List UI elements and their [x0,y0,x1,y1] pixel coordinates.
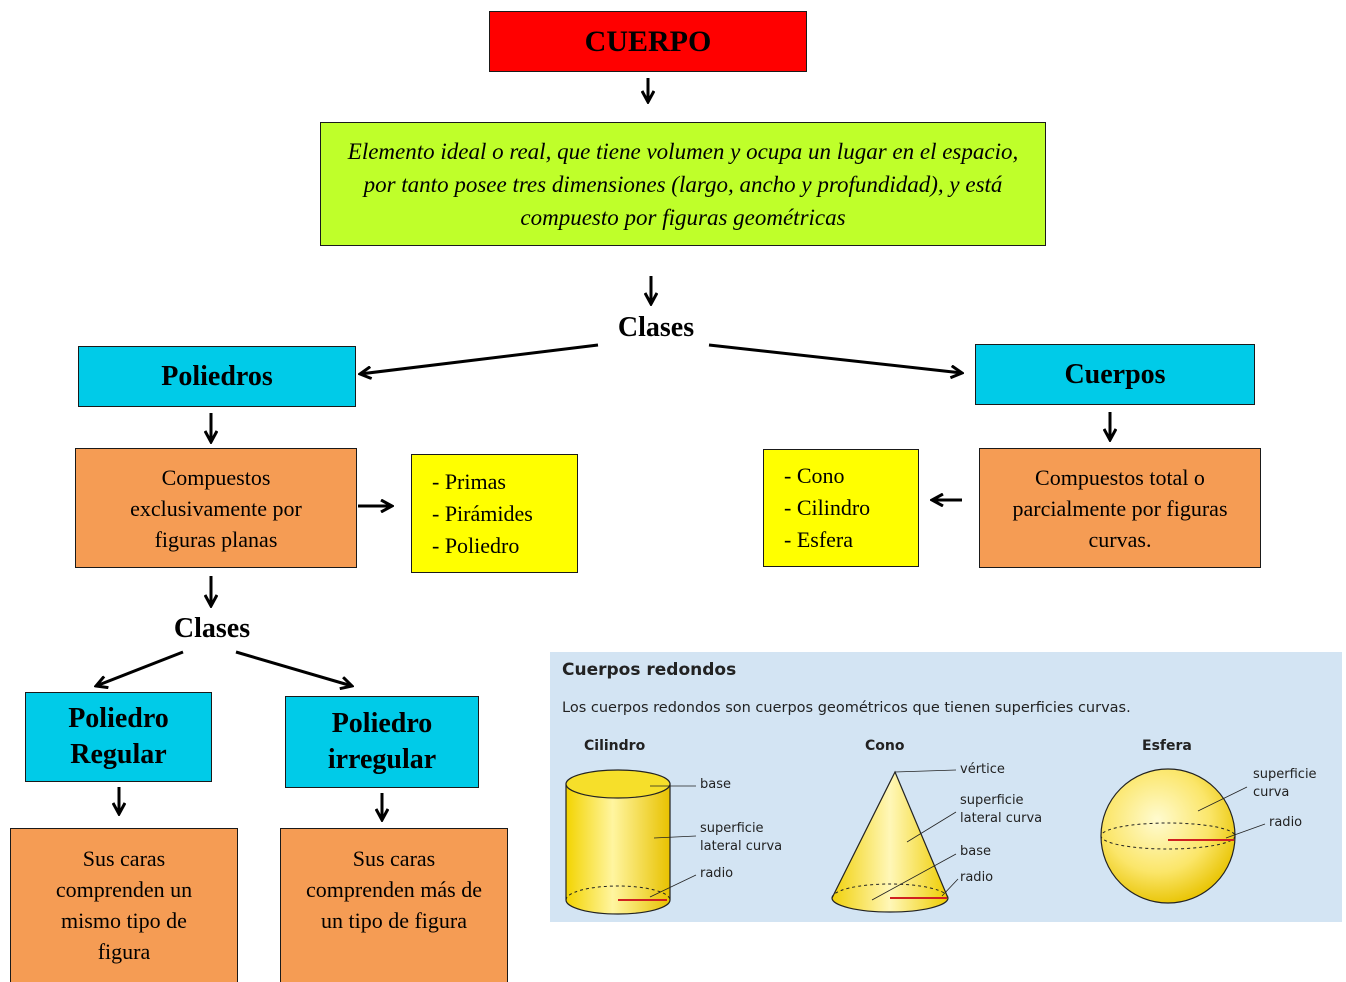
poliedros-examples-box: - Primas - Pirámides - Poliedro [411,454,578,573]
cylinder-surface-line1: superficie [700,821,764,836]
list-item: - Esfera [784,527,854,552]
regular-title-line2: Regular [70,739,167,770]
arrow-classes-to-poliedros [360,343,599,374]
arrow-classes-to-regular [96,650,184,686]
cone-base-label: base [960,844,991,859]
sphere-surface-label: superficie curva [1253,766,1317,802]
cone-surface-line1: superficie [960,793,1024,808]
arrow-classes-to-cuerpos [708,343,962,373]
title-text: CUERPO [584,24,712,58]
cone-shape [831,769,959,913]
title-box: CUERPO [489,11,807,72]
regular-title-line1: Poliedro [68,703,169,734]
irregular-description-box: Sus caras comprenden más de un tipo de f… [280,828,508,982]
cylinder-radius-label: radio [700,866,734,881]
cylinder-shape [565,769,697,915]
cone-vertex-label: vértice [960,762,1005,777]
classes-label-top: Clases [617,312,695,343]
irregular-title-line1: Poliedro [331,708,433,739]
irregular-box: Poliedro irregular [285,696,479,788]
cone-surface-label: superficie lateral curva [960,792,1042,828]
regular-box: Poliedro Regular [25,692,212,782]
classes-label-bottom: Clases [173,613,251,644]
cuerpos-box: Cuerpos [975,344,1255,405]
definition-text: Elemento ideal o real, que tiene volumen… [347,138,1019,230]
cylinder-label: Cilindro [584,738,646,754]
irregular-description: Sus caras comprenden más de un tipo de f… [306,846,482,933]
sphere-shape [1100,768,1266,904]
regular-description: Sus caras comprenden un mismo tipo de fi… [55,846,193,964]
sphere-radius-label: radio [1269,815,1303,830]
poliedros-box: Poliedros [78,346,356,407]
poliedros-description: Compuestos exclusivamente por figuras pl… [130,464,302,552]
cylinder-surface-label: superficie lateral curva [700,820,782,856]
round-bodies-drawings [565,768,1266,915]
list-item: - Cilindro [784,495,871,520]
cuerpos-title: Cuerpos [1064,358,1166,390]
list-item: - Pirámides [432,500,533,526]
cuerpos-description-box: Compuestos total o parcialmente por figu… [979,448,1261,568]
round-bodies-illustration: Cuerpos redondos Los cuerpos redondos so… [550,652,1342,922]
definition-box: Elemento ideal o real, que tiene volumen… [320,122,1046,246]
sphere-surface-line2: curva [1253,785,1290,800]
cuerpos-description: Compuestos total o parcialmente por figu… [1012,464,1228,552]
cone-surface-line2: lateral curva [960,811,1043,826]
cylinder-base-label: base [700,777,731,792]
cylinder-surface-line2: lateral curva [700,839,783,854]
poliedros-title: Poliedros [161,360,273,392]
cone-radius-label: radio [960,870,994,885]
cone-label: Cono [865,738,905,754]
sphere-surface-line1: superficie [1253,767,1317,782]
irregular-title-line2: irregular [327,744,437,775]
list-item: - Cono [784,463,845,488]
cuerpos-examples-box: - Cono - Cilindro - Esfera [763,449,919,567]
poliedros-description-box: Compuestos exclusivamente por figuras pl… [75,448,357,568]
illustration-heading: Cuerpos redondos [562,660,737,680]
list-item: - Primas [432,468,506,494]
list-item: - Poliedro [432,532,520,558]
arrow-classes-to-irregular [235,650,352,686]
sphere-label: Esfera [1142,738,1192,754]
illustration-text: Los cuerpos redondos son cuerpos geométr… [562,700,1131,716]
regular-description-box: Sus caras comprenden un mismo tipo de fi… [10,828,238,982]
